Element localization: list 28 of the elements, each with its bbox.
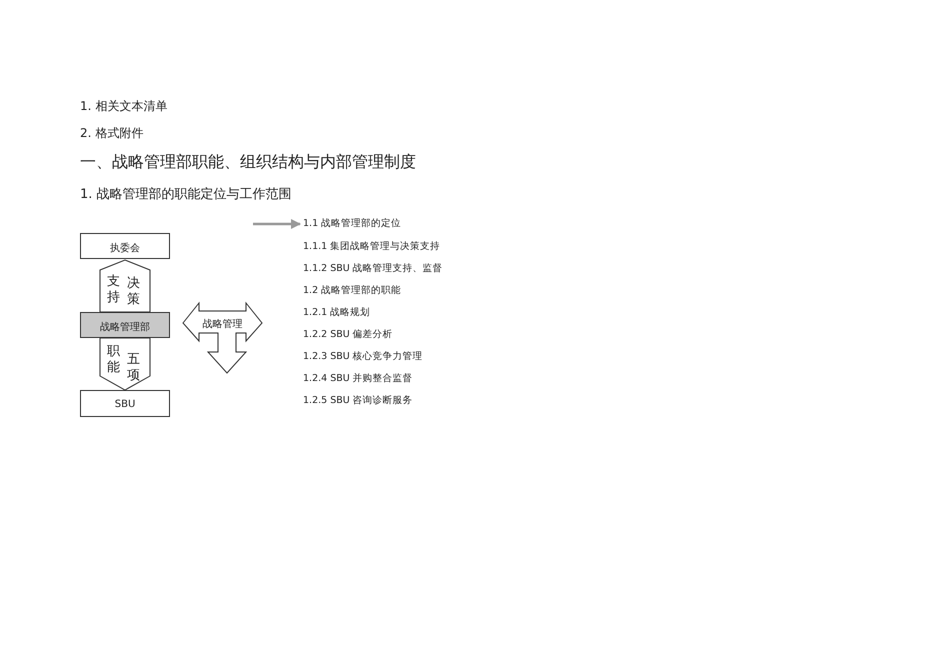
heading-text: 一、战略管理部职能、组织结构与内部管理制度 [80, 152, 416, 173]
node-text: 战略管理 [202, 318, 242, 331]
node-text: SBU [114, 398, 136, 410]
node-text: 战略管理部 [100, 320, 150, 334]
vertical-text: 五项 [127, 352, 141, 384]
sbu-box [80, 390, 170, 417]
vertical-text: 职能 [107, 344, 121, 376]
vertical-text: 支持 [107, 274, 121, 306]
list-item: 1.2.1 战略规划 [303, 306, 370, 319]
arrow [253, 219, 301, 229]
list-item: 1.1.2 SBU 战略管理支持、监督 [303, 262, 443, 275]
list-item: 1.2.4 SBU 并购整合监督 [303, 372, 413, 385]
vertical-text: 决策 [127, 276, 141, 308]
list-item: 1.1 战略管理部的定位 [300, 216, 430, 232]
heading-text: 1. 战略管理部的职能定位与工作范围 [80, 186, 292, 203]
downward-arrow-shape [100, 338, 150, 390]
executive-committee-box [80, 233, 170, 259]
list-item: 1.1.1 集团战略管理与决策支持 [303, 240, 440, 253]
list-item: 1.2 战略管理部的职能 [303, 284, 402, 297]
three-way-arrow-shape [183, 303, 262, 373]
heading-text: 1. 相关文本清单 [80, 98, 168, 115]
heading-text: 2. 格式附件 [80, 125, 144, 142]
list-item: 1.2.5 SBU 咨询诊断服务 [303, 394, 413, 407]
list-item: 1.2.2 SBU 偏差分析 [303, 328, 393, 341]
node-text: 执委会 [110, 242, 140, 255]
department-band [80, 312, 170, 338]
upward-arrow-shape [100, 260, 150, 312]
list-item: 1.2.3 SBU 核心竞争力管理 [303, 350, 423, 363]
